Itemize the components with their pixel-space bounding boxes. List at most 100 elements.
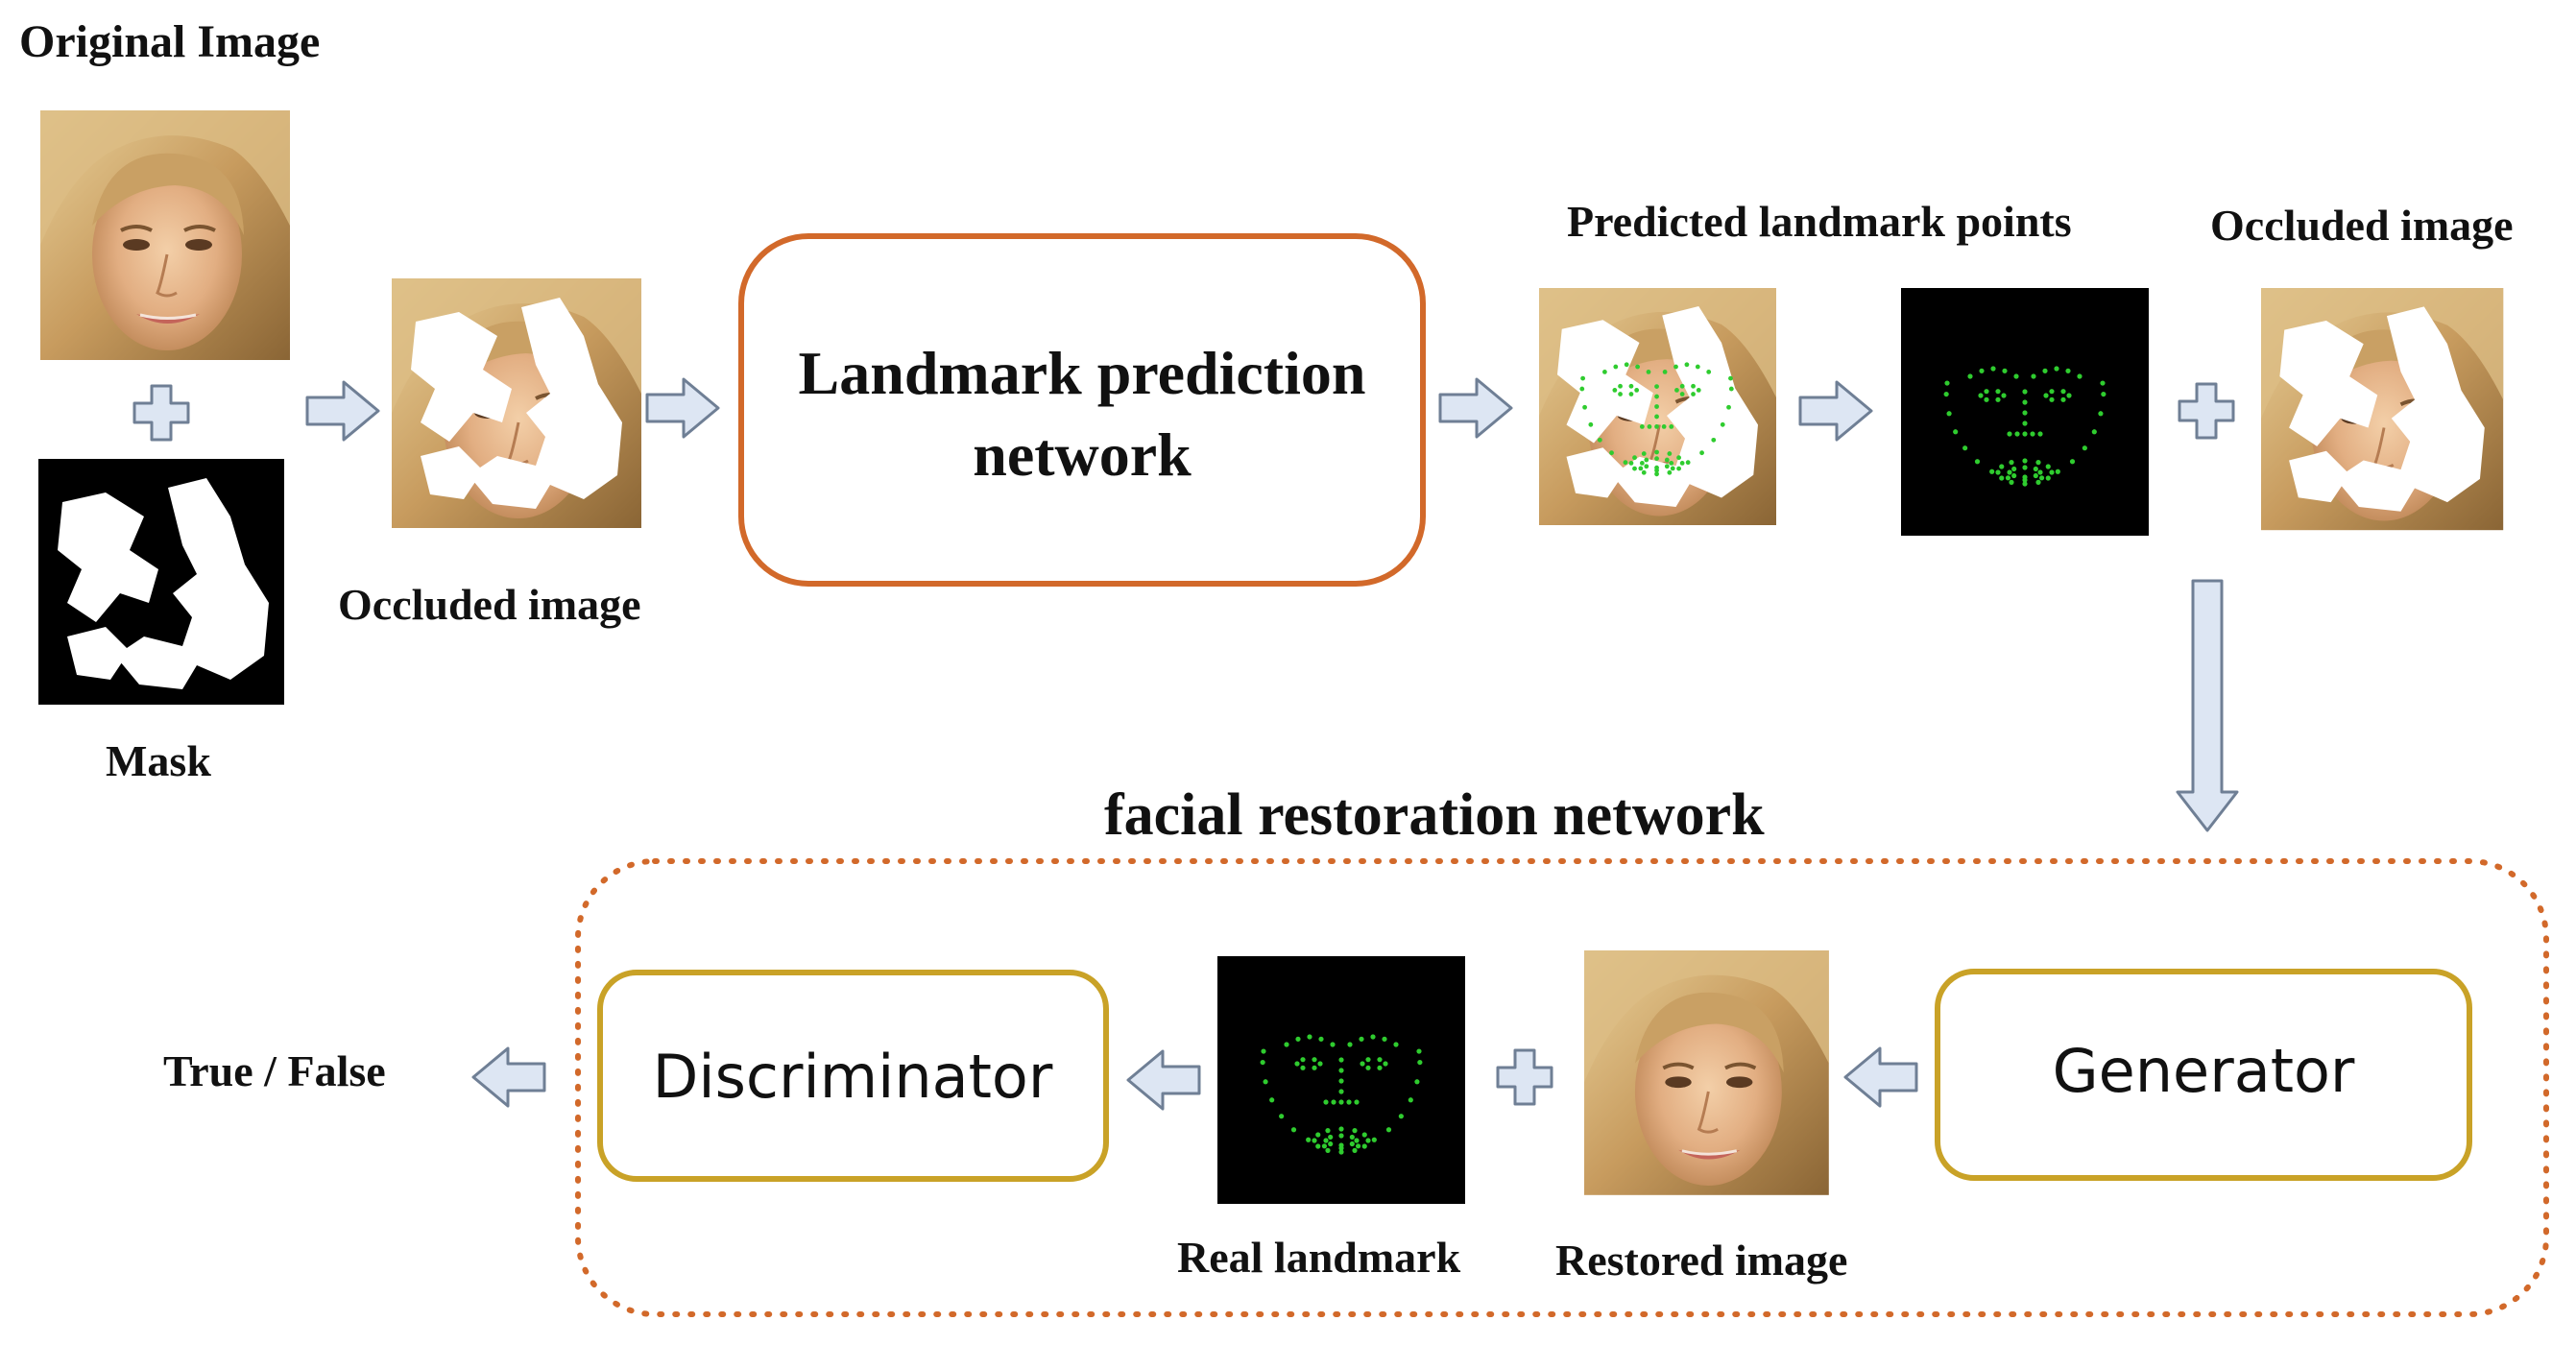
landmark-dot (1691, 392, 1696, 396)
landmark-box-line2: network (973, 420, 1192, 489)
original-face-image (38, 108, 292, 362)
landmark-dot (1654, 404, 1659, 409)
landmark-dot (2022, 474, 2028, 480)
landmark-dot (1338, 1149, 1344, 1155)
landmark-dot (1416, 1048, 1422, 1054)
landmark-dot (1315, 1143, 1321, 1149)
landmark-dot (1978, 393, 1984, 398)
landmark-dot (1654, 465, 1659, 470)
landmark-dot (1300, 1057, 1306, 1063)
landmark-dot (1323, 1138, 1329, 1143)
landmark-dot (1623, 460, 1628, 466)
landmark-dot (1990, 366, 1996, 372)
landmark-dot (1667, 451, 1673, 456)
occluded-face-image-1 (390, 276, 643, 530)
landmark-dot (1662, 370, 1668, 374)
landmark-dot (1995, 469, 2001, 475)
landmark-dot (1670, 466, 1675, 471)
landmark-dot (1365, 1057, 1371, 1063)
landmark-dot (1331, 1099, 1336, 1105)
landmark-dot (2022, 458, 2028, 464)
landmark-dot (2049, 389, 2055, 395)
landmark-dot (1580, 375, 1586, 381)
landmark-dot (1673, 364, 1678, 370)
landmark-dot (1306, 1137, 1312, 1142)
landmark-dot (1338, 1142, 1344, 1148)
landmark-dot (1669, 424, 1674, 429)
landmark-dot (2082, 445, 2087, 451)
landmark-dot (1312, 1065, 1317, 1070)
landmark-dot (1624, 362, 1629, 368)
landmark-dot (1371, 1137, 1377, 1142)
landmark-dot (1618, 383, 1623, 389)
occluded-face-image-2 (2259, 286, 2506, 533)
landmark-dot (1644, 457, 1649, 463)
landmark-dot (1382, 1036, 1387, 1042)
landmark-dot (1632, 455, 1637, 461)
landmark-dot (1325, 1128, 1331, 1134)
landmark-dot (1408, 1097, 1413, 1103)
landmark-dot (1597, 437, 1602, 443)
plus-icon-original-mask (132, 384, 190, 442)
landmark-dot (1641, 451, 1647, 456)
landmark-dot (1654, 471, 1659, 477)
landmark-dot (1346, 1099, 1352, 1105)
landmark-dot (1393, 1042, 1399, 1047)
landmark-dot (1377, 1065, 1383, 1070)
landmark-dot (2031, 373, 2036, 379)
landmark-dot (1946, 411, 1952, 417)
landmark-dot (2054, 366, 2059, 372)
landmark-dot (2045, 475, 2051, 481)
landmark-dot (1654, 384, 1659, 389)
landmark-dot (1354, 1138, 1360, 1143)
landmark-dot (1284, 1042, 1289, 1047)
landmark-dot (1279, 1114, 1285, 1119)
landmark-dot (1639, 424, 1645, 429)
mask-label: Mask (106, 736, 211, 785)
landmark-dot (1654, 456, 1659, 462)
predicted-landmark-face-image (1537, 286, 1778, 527)
landmark-dot (2022, 389, 2028, 395)
landmark-dot (2002, 368, 2008, 373)
landmark-dot (1361, 1143, 1367, 1149)
landmark-dot (2037, 469, 2043, 475)
landmark-dot (1312, 1057, 1317, 1063)
landmark-dot (1995, 389, 2001, 395)
landmark-dot (1639, 461, 1645, 466)
landmark-dot (1347, 1042, 1353, 1047)
landmark-dot (2060, 396, 2066, 402)
landmark-dot (1602, 370, 1607, 374)
landmark-dot (1654, 394, 1659, 399)
generator-label: Generator (2053, 1036, 2355, 1106)
discriminator-box (597, 970, 1109, 1182)
landmark-dot (1354, 1099, 1360, 1105)
landmark-dot (2022, 420, 2028, 426)
landmark-dot (1365, 1138, 1371, 1143)
occluded-image-label-1: Occluded image (338, 580, 641, 629)
landmark-dot (1588, 421, 1594, 427)
landmark-dot (1995, 396, 2001, 402)
landmark-dot (1654, 414, 1659, 420)
landmark-dot (1967, 373, 1973, 379)
landmark-dot (1365, 1065, 1371, 1070)
landmark-dot (1646, 370, 1651, 374)
plus-icon-restored-landmark (1496, 1048, 1553, 1106)
landmark-dot (2011, 466, 2017, 472)
landmark-dot (1711, 437, 1717, 443)
landmark-dot (2101, 391, 2107, 397)
arrow-left-icon-3 (471, 1046, 546, 1108)
landmark-dot (1370, 1034, 1376, 1040)
landmark-dot (1989, 468, 1995, 474)
landmark-dot (1953, 429, 1959, 435)
real-landmark-map-dots (1260, 1034, 1423, 1155)
landmark-dot (2049, 396, 2055, 402)
landmark-dot (2035, 479, 2041, 485)
landmark-dot (1330, 1042, 1336, 1047)
landmark-dot (1669, 461, 1674, 466)
arrow-right-icon-2 (645, 377, 720, 439)
landmark-dot (1328, 1141, 1334, 1147)
landmark-dot (2011, 472, 2017, 479)
predicted-landmark-dots (1579, 362, 1734, 477)
landmark-dot (1647, 424, 1652, 429)
